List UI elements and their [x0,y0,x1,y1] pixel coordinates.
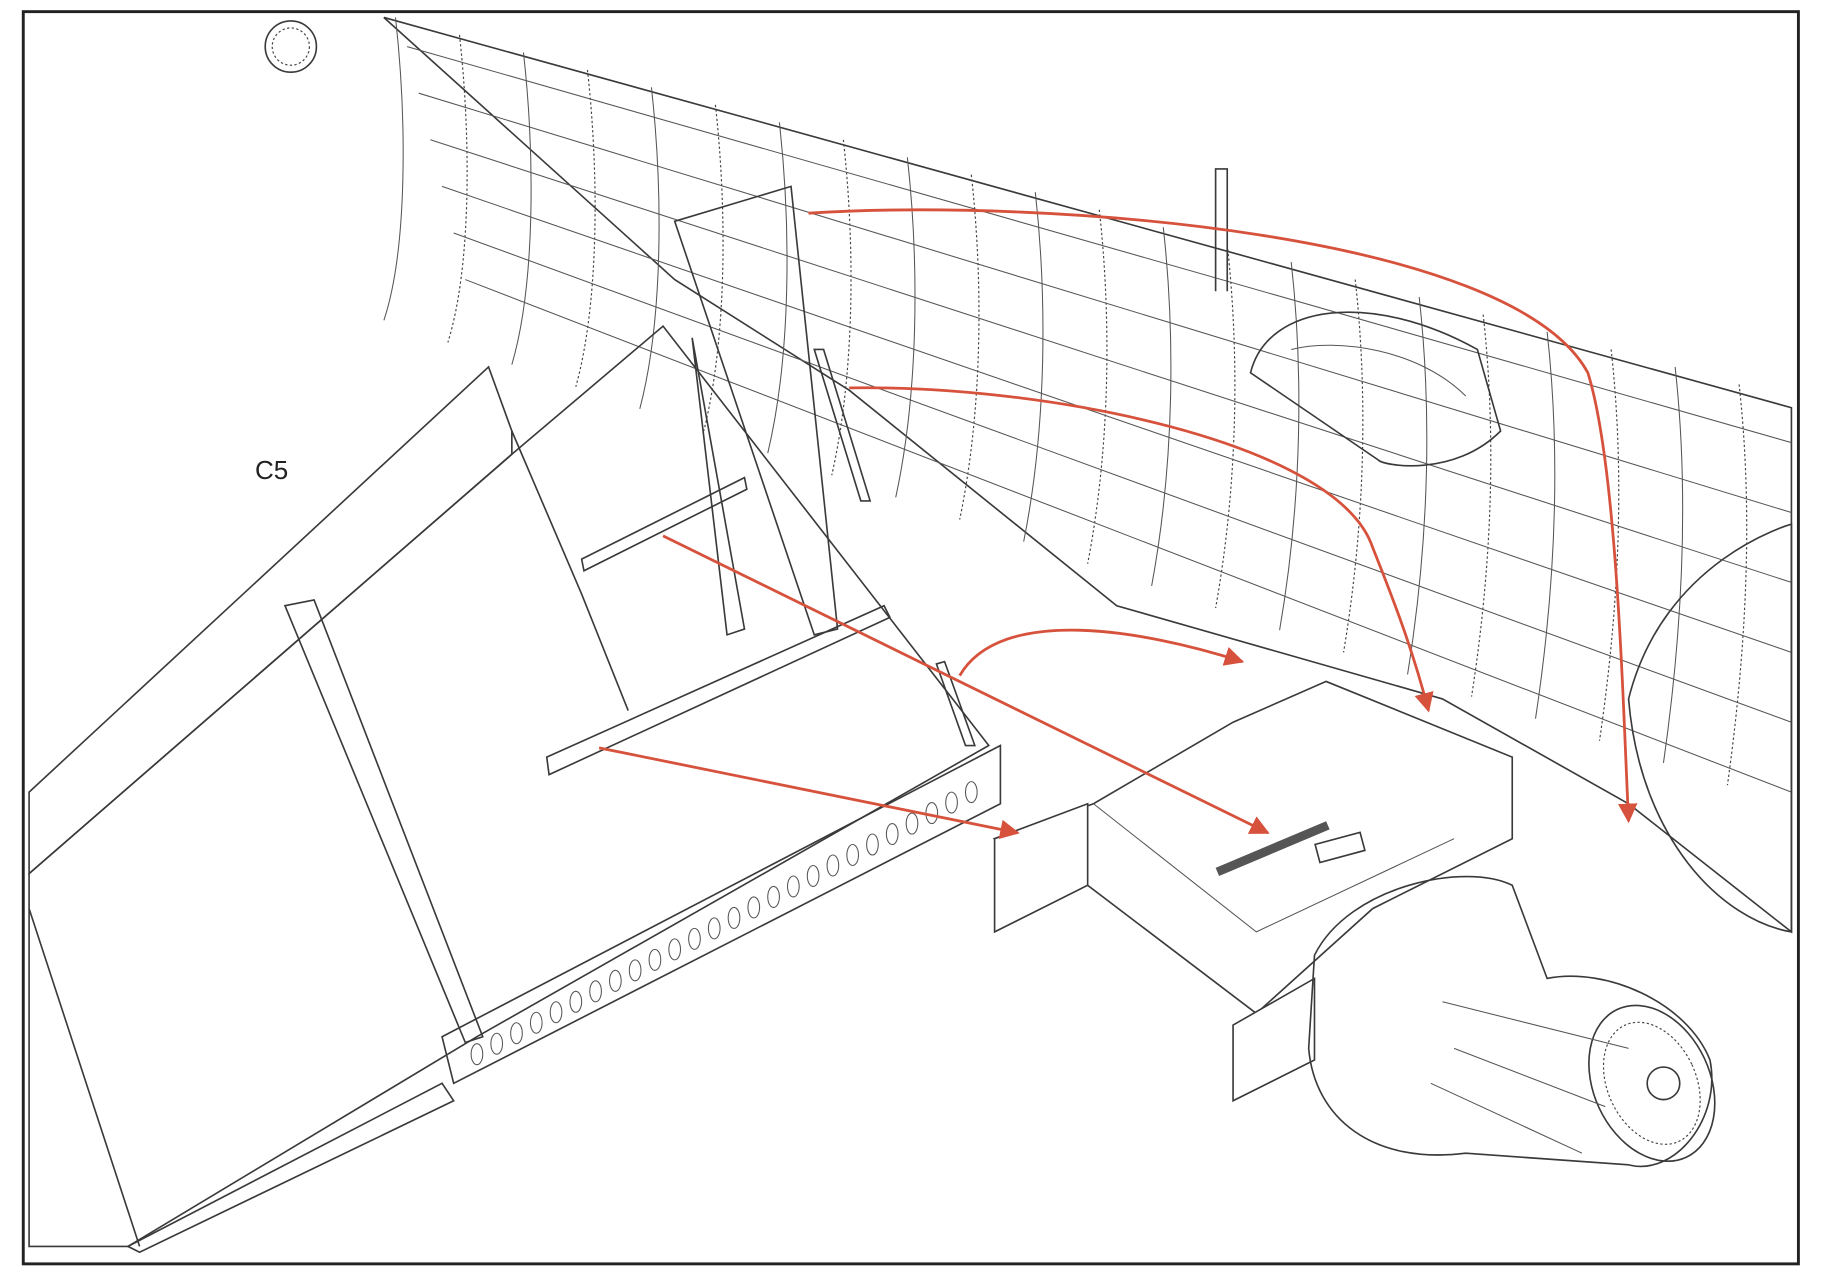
wing [28,185,1002,1254]
center-section [992,680,1514,1103]
fuselage [383,16,1793,934]
propeller-spinner [264,20,318,74]
assembly-arrow [662,534,1270,835]
step-label-c5: C5 [255,455,289,485]
assembly-arrow [598,746,1020,839]
assembly-arrows [598,208,1638,839]
page-frame [21,10,1800,1266]
assembly-arrow [849,386,1434,713]
assembly-arrow [808,208,1638,824]
engine-nacelle [1307,875,1716,1168]
assembly-arrow [958,628,1245,677]
